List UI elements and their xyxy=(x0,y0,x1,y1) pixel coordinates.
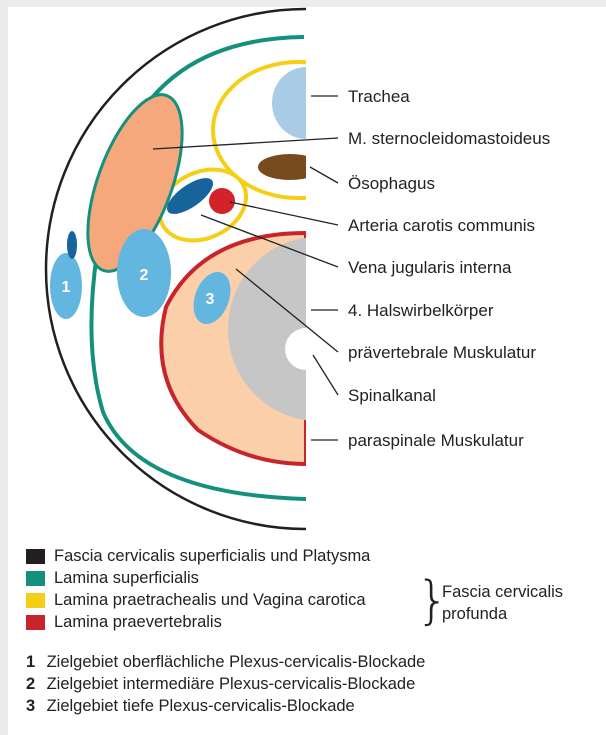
legend-swatch xyxy=(26,615,45,630)
target-text: Zielgebiet oberflächliche Plexus-cervica… xyxy=(47,653,426,671)
esophagus xyxy=(258,154,322,180)
label-trachea: Trachea xyxy=(348,87,410,106)
trachea xyxy=(272,67,340,139)
label-paraspinal-muscle: paraspinale Muskulatur xyxy=(348,431,524,450)
label-prevertebral-muscle: prävertebrale Muskulatur xyxy=(348,343,536,362)
marker-3: 3 xyxy=(206,291,215,308)
label-vertebra: 4. Halswirbelkörper xyxy=(348,301,494,320)
legend-item: Lamina praetrachealis und Vagina carotic… xyxy=(26,589,370,611)
figure-panel: 1 2 3 Trachea M. sternocleidomastoideus … xyxy=(8,7,606,735)
legend-group-line1: Fascia cervicalis xyxy=(442,581,563,603)
target-number: 3 xyxy=(26,697,42,716)
target-number: 1 xyxy=(26,653,42,672)
label-spinal-canal: Spinalkanal xyxy=(348,386,436,405)
leader-carotid xyxy=(230,202,338,225)
target-item: 1 Zielgebiet oberflächliche Plexus-cervi… xyxy=(26,653,425,675)
label-scm: M. sternocleidomastoideus xyxy=(348,129,550,148)
neck-cross-section-diagram: 1 2 3 Trachea M. sternocleidomastoideus … xyxy=(8,7,606,537)
target-text: Zielgebiet intermediäre Plexus-cervicali… xyxy=(47,675,416,693)
marker-2: 2 xyxy=(140,267,149,284)
small-vessel xyxy=(67,231,77,259)
label-carotid: Arteria carotis communis xyxy=(348,216,535,235)
legend-group-line2: profunda xyxy=(442,603,563,625)
target-item: 3 Zielgebiet tiefe Plexus-cervicalis-Blo… xyxy=(26,697,425,719)
legend-swatch xyxy=(26,593,45,608)
legend-item: Lamina praevertebralis xyxy=(26,611,370,633)
leader-spinal-canal xyxy=(313,355,338,395)
target-number: 2 xyxy=(26,675,42,694)
legend-label: Lamina praevertebralis xyxy=(54,613,222,632)
legend-group-label: Fascia cervicalis profunda xyxy=(442,581,563,625)
leader-esophagus xyxy=(310,167,338,183)
legend-label: Lamina praetrachealis und Vagina carotic… xyxy=(54,591,366,610)
legend-swatch xyxy=(26,571,45,586)
legend-label: Lamina superficialis xyxy=(54,569,199,588)
marker-1: 1 xyxy=(62,279,71,296)
legend-item: Lamina superficialis xyxy=(26,567,370,589)
legend-label: Fascia cervicalis superficialis und Plat… xyxy=(54,547,370,566)
target-text: Zielgebiet tiefe Plexus-cervicalis-Block… xyxy=(47,697,355,715)
target-list: 1 Zielgebiet oberflächliche Plexus-cervi… xyxy=(26,653,425,719)
arteria-carotis-communis xyxy=(209,188,235,214)
label-esophagus: Ösophagus xyxy=(348,174,435,193)
legend-item: Fascia cervicalis superficialis und Plat… xyxy=(26,545,370,567)
spinal-canal xyxy=(285,328,327,370)
target-item: 2 Zielgebiet intermediäre Plexus-cervica… xyxy=(26,675,425,697)
legend-swatch xyxy=(26,549,45,564)
color-legend: Fascia cervicalis superficialis und Plat… xyxy=(26,545,370,633)
label-jugular: Vena jugularis interna xyxy=(348,258,512,277)
